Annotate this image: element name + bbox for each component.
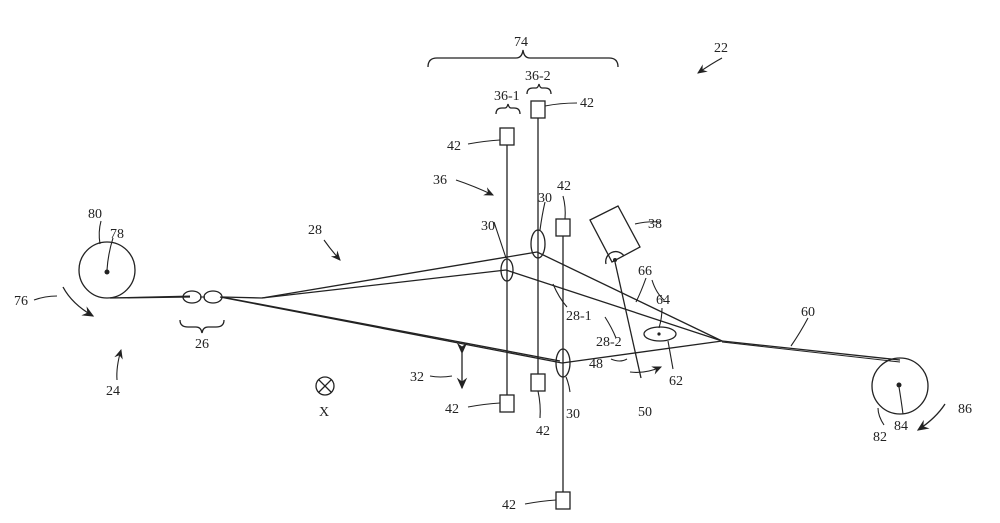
leader-66a [635,277,647,303]
label-66: 66 [638,264,652,279]
right-spool [871,357,929,415]
leader-24 [114,348,123,381]
label-32: 32 [410,370,424,385]
leader-84 [898,386,904,415]
label-42: 42 [445,402,459,417]
actuator-box [499,394,515,413]
leader-36 [455,179,494,196]
label-28-2: 28-2 [596,335,622,350]
label-84: 84 [894,419,908,434]
strand-mid [261,269,507,299]
label-30: 30 [566,407,580,422]
actuator-box [499,127,515,146]
leader-64 [658,307,663,329]
label-36-2: 36-2 [525,69,551,84]
label-42: 42 [580,96,594,111]
label-50: 50 [638,405,652,420]
strand-lower-2 [221,296,561,362]
rotation-arrow-86 [916,403,946,431]
label-26: 26 [195,337,209,352]
leader-48 [610,358,628,362]
label-74: 74 [514,35,528,50]
leader-28-2 [604,316,617,339]
label-24: 24 [106,384,120,399]
strand-mid-right [505,269,723,342]
roller-30 [530,229,546,259]
label-86: 86 [958,402,972,417]
strand-lower-right [561,340,723,364]
label-42: 42 [447,139,461,154]
leader-80 [98,220,102,245]
leader-76 [33,295,58,301]
label-42: 42 [502,498,516,513]
leader-22 [697,57,723,74]
label-80: 80 [88,207,102,222]
actuator-box [530,373,546,392]
leader-66b [651,279,665,301]
label-30: 30 [481,219,495,234]
light-38 [589,205,641,265]
label-30: 30 [538,191,552,206]
label-76: 76 [14,294,28,309]
roller-30 [500,258,514,282]
leader-82 [877,407,885,426]
label-64: 64 [656,293,670,308]
label-22: 22 [714,41,728,56]
leader-28-1 [552,283,568,308]
leader-78 [106,237,114,271]
leader-42a [467,139,501,145]
label-60: 60 [801,305,815,320]
label-78: 78 [110,227,124,242]
label-42: 42 [557,179,571,194]
leader-32 [429,375,453,378]
label-62: 62 [669,374,683,389]
brace-26 [179,319,225,334]
axis-x-symbol [315,376,335,396]
leader-30c [565,376,571,393]
label-48: 48 [589,357,603,372]
leader-60 [790,317,809,347]
spot-62 [643,326,677,342]
leader-42c [562,195,566,220]
label-36: 36 [433,173,447,188]
leader-30b [539,201,546,231]
brace-36-1 [495,103,521,115]
strand-upper [261,251,538,299]
actuator-box [555,218,571,237]
label-28: 28 [308,223,322,238]
leader-62 [667,340,674,370]
leader-42d [467,402,501,408]
actuator-box [530,100,546,119]
roller-30 [555,348,571,378]
yarn-twist-out [221,296,263,299]
actuator-box [555,491,571,510]
yarn-60b [721,341,901,363]
leader-50 [629,366,663,375]
leader-28 [323,239,341,261]
leader-30a [493,221,507,259]
label-38: 38 [648,217,662,232]
brace-74 [427,49,619,68]
label-42: 42 [536,424,550,439]
left-spool [78,241,136,299]
strand-upper-right [536,251,723,342]
leader-38 [634,221,661,225]
yarn-left-in-2 [109,295,191,299]
leader-42e [537,390,541,419]
label-36-1: 36-1 [494,89,520,104]
rotation-arrow-76 [62,286,95,317]
yarn-60 [721,340,901,361]
brace-36-2 [526,83,552,95]
leader-42b [544,102,578,107]
label-28-1: 28-1 [566,309,592,324]
label-x: X [319,405,329,420]
beam-48 [614,261,642,379]
label-82: 82 [873,430,887,445]
leader-42f [524,499,557,505]
